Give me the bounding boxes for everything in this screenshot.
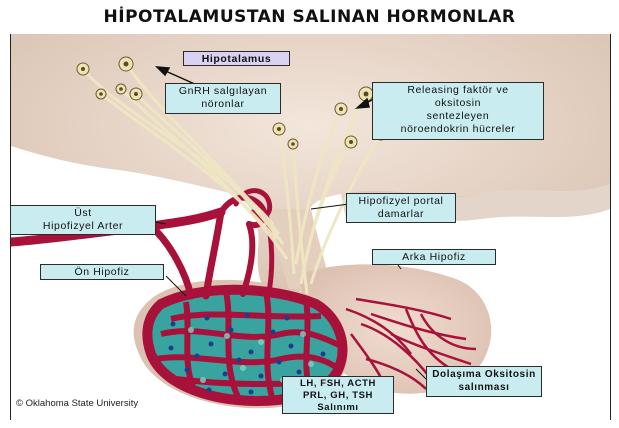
oxytocin-release-label: Dolaşıma Oksitosin salınması — [426, 366, 542, 397]
anterior-hormones-label: LH, FSH, ACTH PRL, GH, TSH Salınımı — [282, 376, 394, 414]
portal-vessels-label: Hipofizyel portal damarlar — [346, 193, 456, 223]
copyright-notice: © Oklahoma State University — [16, 398, 138, 409]
hypothalamus-label: Hipotalamus — [183, 51, 290, 66]
posterior-pituitary-label: Arka Hipofiz — [372, 249, 496, 265]
gnrh-neurons-label: GnRH salgılayan nöronlar — [165, 83, 281, 114]
neuroendocrine-cells-label: Releasing faktör ve oksitosin sentezleye… — [372, 82, 544, 140]
anterior-pituitary-label: Ön Hipofiz — [40, 264, 164, 280]
diagram-title: HİPOTALAMUSTAN SALINAN HORMONLAR — [0, 7, 619, 27]
superior-hypophyseal-artery-label: Üst Hipofizyel Arter — [10, 205, 156, 235]
